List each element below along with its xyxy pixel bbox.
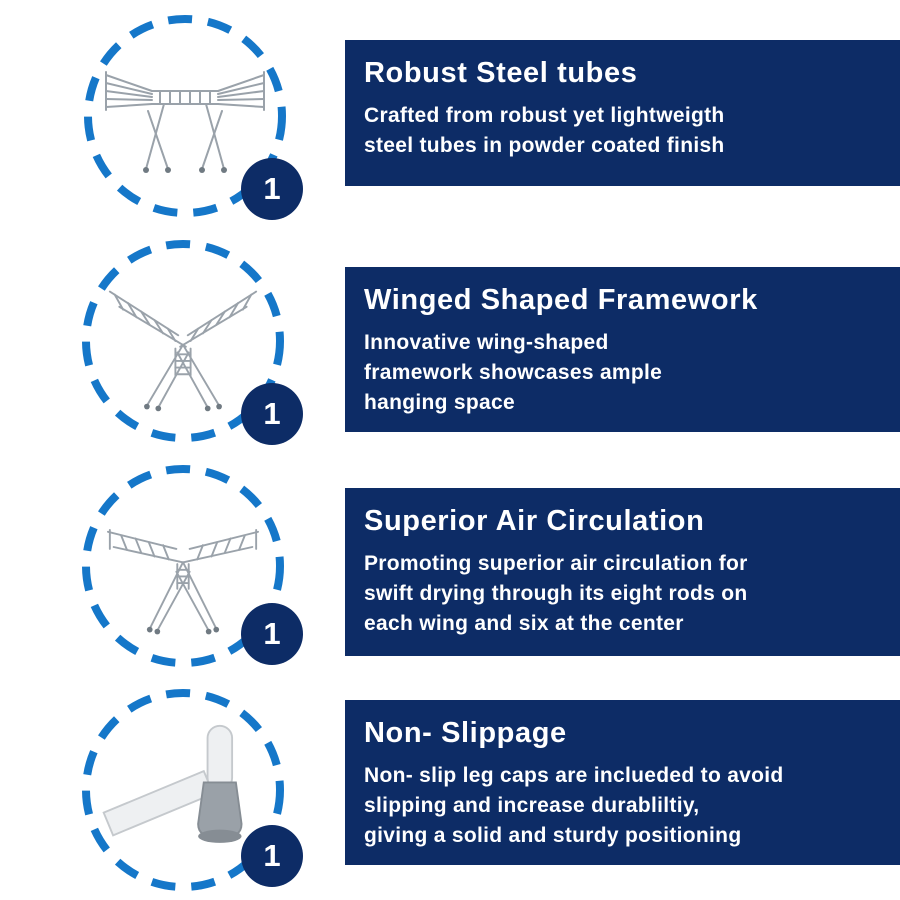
feature-description: Promoting superior air circulation for s… (364, 552, 748, 635)
feature-description: Crafted from robust yet lightweigth stee… (364, 104, 725, 157)
number-badge: 1 (241, 603, 303, 665)
dashed-circle-border (82, 689, 284, 891)
feature-title: Robust Steel tubes (364, 57, 638, 89)
feature-panel: Winged Shaped Framework Innovative wing-… (345, 267, 900, 432)
feature-description: Non- slip leg caps are inclueded to avoi… (364, 764, 784, 847)
feature-panel: Superior Air Circulation Promoting super… (345, 488, 900, 656)
number-badge: 1 (241, 158, 303, 220)
feature-panel: Robust Steel tubes Crafted from robust y… (345, 40, 900, 186)
feature-circle-2 (77, 235, 289, 447)
number-badge: 1 (241, 383, 303, 445)
drying-rack-winged-icon (98, 265, 268, 417)
drying-rack-wings-spread-icon (98, 490, 268, 642)
number-badge: 1 (241, 825, 303, 887)
feature-title: Superior Air Circulation (364, 505, 705, 537)
feature-circle-4 (77, 684, 289, 896)
badge-number: 1 (263, 396, 281, 431)
leg-cap-closeup-icon (98, 714, 268, 866)
feature-description: Innovative wing-shaped framework showcas… (364, 331, 663, 414)
feature-circle-3 (77, 460, 289, 672)
feature-title: Winged Shaped Framework (364, 284, 758, 316)
feature-circle-1 (79, 10, 291, 222)
badge-number: 1 (263, 171, 281, 206)
dashed-circle-border (84, 15, 286, 217)
dashed-circle-border (82, 240, 284, 442)
drying-rack-gullwing-icon (100, 40, 270, 192)
feature-panel: Non- Slippage Non- slip leg caps are inc… (345, 700, 900, 865)
badge-number: 1 (263, 838, 281, 873)
badge-number: 1 (263, 616, 281, 651)
dashed-circle-border (82, 465, 284, 667)
feature-title: Non- Slippage (364, 717, 567, 749)
